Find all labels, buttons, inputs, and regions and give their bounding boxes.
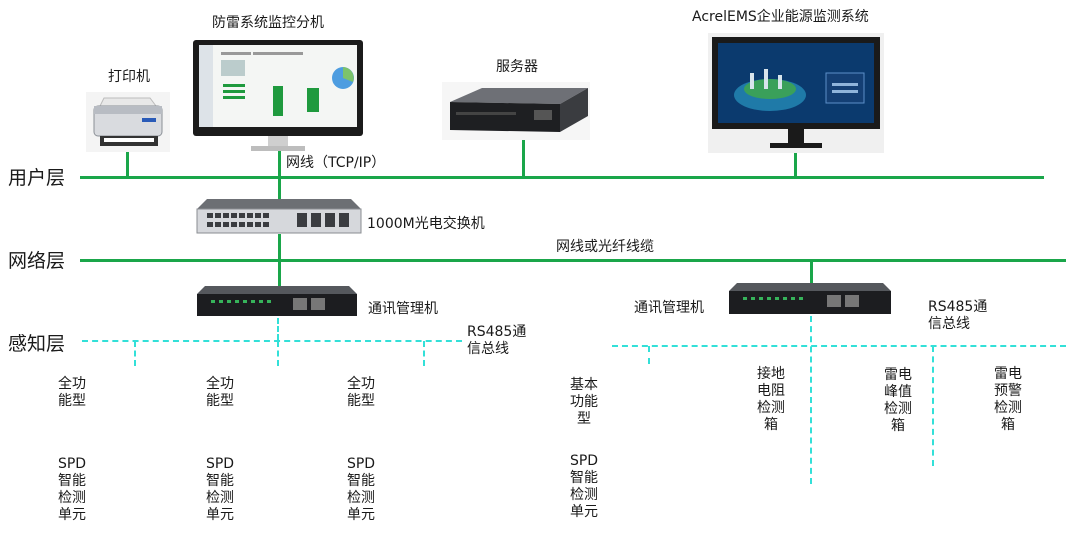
layer-label-network: 网络层 [8,250,66,272]
ems-link [794,152,797,177]
layer-label-user: 用户层 [8,167,66,189]
ems-monitor-icon [708,33,884,153]
server-link [522,140,525,177]
monitor-icon [193,40,363,151]
monitor-host-label: 防雷系统监控分机 [212,15,324,31]
unit-basic-type: 基本 功能 型 [570,377,598,427]
network-cable-label: 网线或光纤线缆 [556,239,654,255]
printer-icon [86,92,170,152]
ems-label: AcrelEMS企业能源监测系统 [692,9,869,25]
rs485-left-feed [277,318,279,340]
switch-link [278,234,281,260]
comm-manager-left-label: 通讯管理机 [368,301,438,317]
box-grounding-resistance: 接地 电阻 检测 箱 [757,366,785,433]
network-layer-bus [80,259,1066,262]
rs485-left-drop-2 [277,341,279,366]
box-lightning-warning: 雷电 预警 检测 箱 [994,366,1022,433]
server-icon [442,82,590,140]
unit-type-1: 全功 能型 [58,376,86,409]
layer-label-sensing: 感知层 [8,333,66,355]
printer-link [126,152,129,177]
unit-type-3: 全功 能型 [347,376,375,409]
rs485-right-drop-basic [648,346,650,364]
unit-name-1: SPD 智能 检测 单元 [57,456,87,523]
rs485-left-drop-3 [423,341,425,366]
rs485-right-label: RS485通 信总线 [928,299,988,332]
switch-icon [196,199,362,234]
rs485-right-bus [612,345,1066,347]
rs485-left-label: RS485通 信总线 [467,324,527,357]
switch-label: 1000M光电交换机 [367,216,485,232]
comm-manager-right-label: 通讯管理机 [634,300,704,316]
ethernet-label: 网线（TCP/IP） [286,155,386,171]
rs485-right-feed [810,316,812,484]
box-lightning-peak: 雷电 峰值 检测 箱 [884,367,912,434]
unit-name-3: SPD 智能 检测 单元 [346,456,376,523]
printer-label: 打印机 [108,69,150,85]
server-label: 服务器 [496,59,538,75]
comm-left-link [278,261,281,286]
unit-basic-name: SPD 智能 检测 单元 [569,453,599,520]
user-layer-bus [80,176,1044,179]
rs485-right-drop-2 [932,346,934,466]
unit-name-2: SPD 智能 检测 单元 [205,456,235,523]
comm-right-link [810,261,813,283]
monitor-link [278,150,281,200]
rs485-left-bus [82,340,462,342]
unit-type-2: 全功 能型 [206,376,234,409]
comm-manager-left-icon [197,286,357,316]
comm-manager-right-icon [729,283,891,314]
rs485-left-drop-1 [134,341,136,366]
